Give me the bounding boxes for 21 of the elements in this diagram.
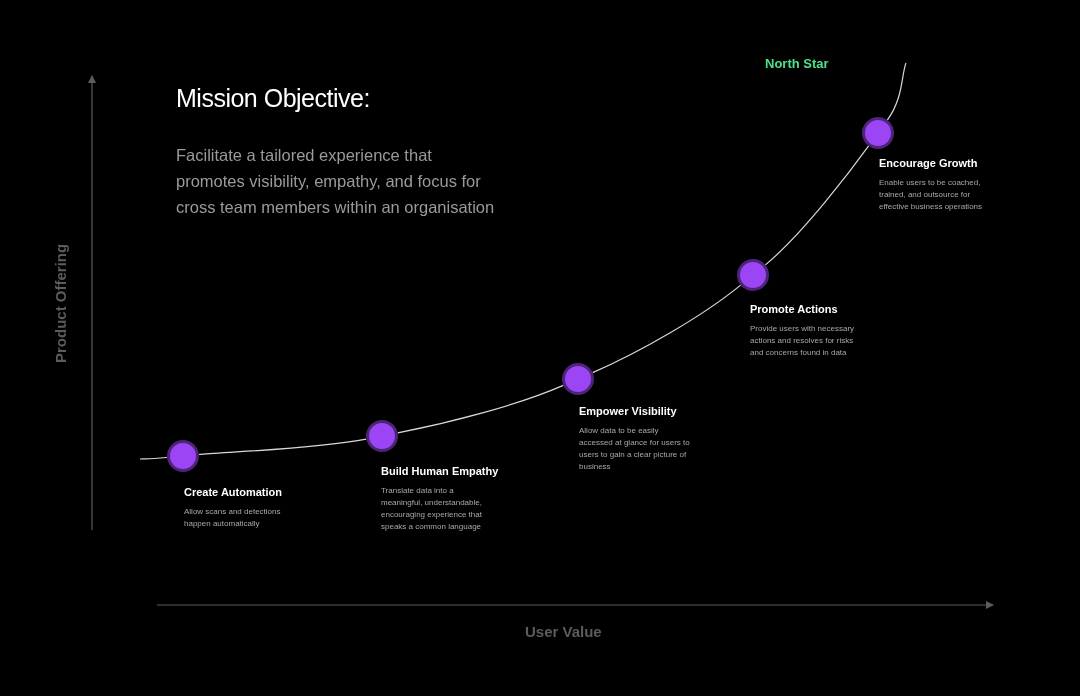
milestone-title: Empower Visibility: [579, 405, 677, 417]
growth-curve: [886, 62, 907, 121]
milestone-description: Provide users with necessary actions and resolves for risks and concerns found in data: [750, 323, 856, 359]
milestone-description: Translate data into a meaningful, understandable, encouraging experience that speaks a common language: [381, 485, 483, 533]
growth-curve: [764, 145, 870, 266]
heading: Mission Objective:: [176, 84, 370, 113]
growth-curve: [198, 438, 367, 456]
growth-curve: [139, 456, 168, 460]
milestone-title: Encourage Growth: [879, 157, 978, 169]
milestone-description: Enable users to be coached, trained, and outsource for effective business operations: [879, 177, 984, 213]
milestone-description: Allow data to be easily accessed at glance for users to users to gain a clear picture of business: [579, 425, 691, 473]
axis-title: Product Offering: [52, 243, 69, 363]
mission-statement: Facilitate a tailored experience that promotes visibility, empathy, and focus for cross team members within an organisation: [176, 145, 496, 218]
milestone-title: Promote Actions: [750, 303, 838, 315]
milestone-title: Build Human Empathy: [381, 465, 499, 477]
axis-title: User Value: [525, 623, 602, 640]
milestone-description: Allow scans and detections happen automatically: [184, 506, 282, 530]
end-point-label: North Star: [765, 56, 829, 71]
milestone-title: Create Automation: [184, 486, 282, 498]
growth-curve: [592, 284, 742, 374]
growth-curve: [397, 384, 564, 434]
